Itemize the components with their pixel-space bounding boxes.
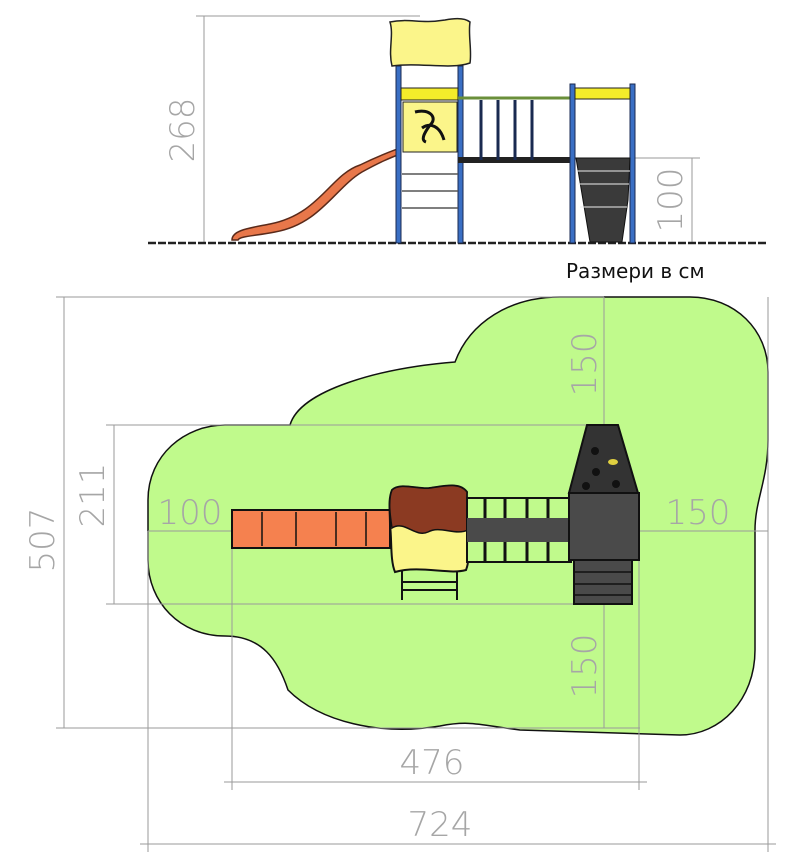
dim-clearance-top: 150 [565, 332, 605, 397]
roof-brown-half [388, 484, 470, 534]
platform-plan [568, 492, 640, 561]
tower-roof [389, 17, 472, 67]
dim-clearance-bottom: 150 [565, 634, 605, 699]
dim-height-total: 268 [163, 98, 203, 163]
climbing-wall [575, 157, 631, 243]
dim-clearance-right: 150 [666, 493, 731, 533]
dim-clearance-left: 100 [158, 493, 223, 533]
wall-lines [577, 170, 630, 208]
yellow-band [400, 87, 459, 101]
units-note: Размери в см [566, 259, 705, 283]
dim-overall-length: 724 [408, 805, 473, 845]
post [457, 65, 464, 244]
panel-decoration [414, 109, 446, 144]
side-elevation: 268 100 Размери в см [148, 15, 768, 283]
climbing-holds [582, 447, 620, 490]
plan-view: 507 211 100 150 150 150 476 724 [23, 296, 776, 852]
bridge-ropes [479, 100, 534, 160]
slide-segments [261, 512, 367, 546]
dim-overall-depth: 507 [23, 508, 63, 573]
post [629, 83, 636, 244]
yellow-band [574, 87, 631, 100]
slide-side [231, 146, 401, 241]
post [395, 65, 402, 244]
dimension-lines [56, 296, 776, 852]
step-lines [574, 571, 632, 596]
dim-structure-length: 476 [400, 743, 465, 783]
bridge-slats [483, 498, 550, 562]
post [569, 83, 576, 244]
plan-ladder [401, 570, 458, 600]
dim-structure-depth: 211 [73, 463, 113, 528]
bridge-deck-plan [467, 518, 571, 542]
dim-platform-height: 100 [651, 168, 691, 233]
steps-plan [573, 559, 633, 605]
ladder [402, 173, 458, 209]
slide-top [231, 509, 391, 549]
